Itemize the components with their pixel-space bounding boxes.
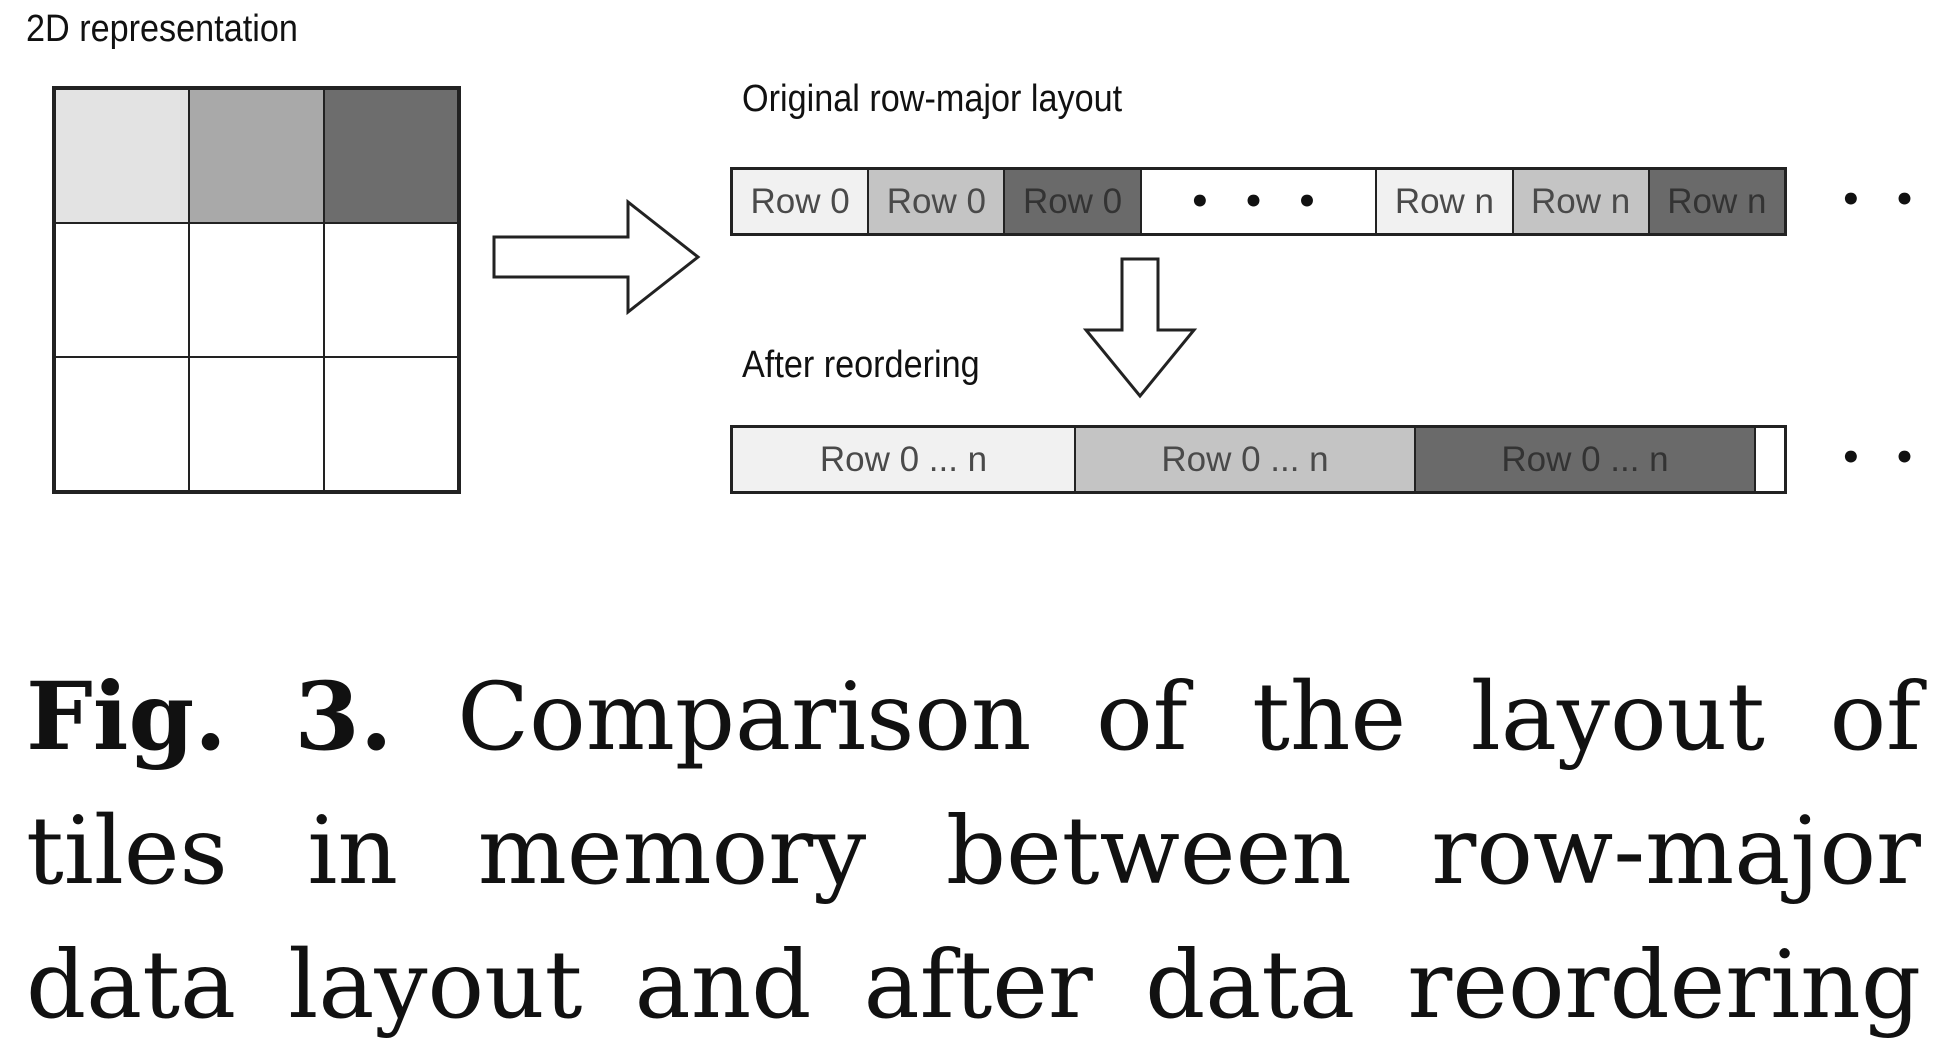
caption-line-2: tiles in memory between row-major xyxy=(26,797,1921,906)
reordered-cell-c: Row 0 ... n xyxy=(1416,428,1756,491)
grid-cell-r2c1 xyxy=(189,357,324,491)
grid-cell-r1c1 xyxy=(189,223,324,357)
representation-title: 2D representation xyxy=(26,8,298,50)
caption-line-1: Fig. 3. Comparison of the layout of xyxy=(26,650,1921,785)
reordered-cell-b: Row 0 ... n xyxy=(1076,428,1416,491)
original-cell-label: Row 0 xyxy=(886,181,986,221)
reordered-cell-label: Row 0 ... n xyxy=(819,439,988,479)
figure-caption: Fig. 3. Comparison of the layout of tile… xyxy=(26,650,1921,1053)
grid-cell-r2c0 xyxy=(55,357,190,491)
original-layout-title: Original row-major layout xyxy=(742,78,1123,120)
tile-grid-2d xyxy=(52,86,461,494)
reordered-cell-label: Row 0 ... n xyxy=(1161,439,1329,479)
original-cell-row0-c: Row 0 xyxy=(1005,170,1142,233)
original-cell-rown-b: Row n xyxy=(1513,170,1650,233)
caption-line-3: data layout and after data reordering xyxy=(26,931,1921,1040)
reorder-title: After reordering xyxy=(742,344,980,386)
original-cell-row0-b: Row 0 xyxy=(869,170,1006,233)
grid-cell-r1c2 xyxy=(323,223,458,357)
grid-cell-r0c0 xyxy=(55,89,190,223)
down-arrow-icon xyxy=(1082,257,1198,399)
original-cell-label: Row n xyxy=(1394,181,1495,221)
original-cell-rown-c: Row n xyxy=(1649,170,1784,233)
reordered-cell-blank xyxy=(1756,428,1784,491)
reordered-cell-a: Row 0 ... n xyxy=(733,428,1076,491)
grid-cell-r0c1 xyxy=(189,89,324,223)
original-cell-label: Row n xyxy=(1667,181,1767,221)
grid-cell-r1c0 xyxy=(55,223,190,357)
ellipsis-dots: • • • xyxy=(1189,181,1328,222)
reordered-memory-row: Row 0 ... n Row 0 ... n Row 0 ... n xyxy=(730,425,1787,494)
caption-label: Fig. 3. xyxy=(26,662,393,772)
original-memory-row: Row 0 Row 0 Row 0 • • • Row n Row n Row … xyxy=(730,167,1787,236)
original-cell-ellipsis: • • • xyxy=(1141,170,1378,233)
original-cell-row0-a: Row 0 xyxy=(733,170,870,233)
grid-cell-r2c2 xyxy=(323,357,458,491)
original-cell-label: Row n xyxy=(1531,181,1631,221)
trailing-ellipsis-bottom: • • • xyxy=(1840,438,1943,478)
reordered-cell-label: Row 0 ... n xyxy=(1501,439,1669,479)
grid-cell-r0c2 xyxy=(323,89,458,223)
original-cell-label: Row 0 xyxy=(750,181,850,221)
original-cell-rown-a: Row n xyxy=(1377,170,1514,233)
trailing-ellipsis-top: • • • xyxy=(1840,180,1943,220)
original-cell-label: Row 0 xyxy=(1022,181,1123,221)
caption-text-1: Comparison of the layout of xyxy=(457,663,1921,772)
right-arrow-icon xyxy=(492,198,701,316)
